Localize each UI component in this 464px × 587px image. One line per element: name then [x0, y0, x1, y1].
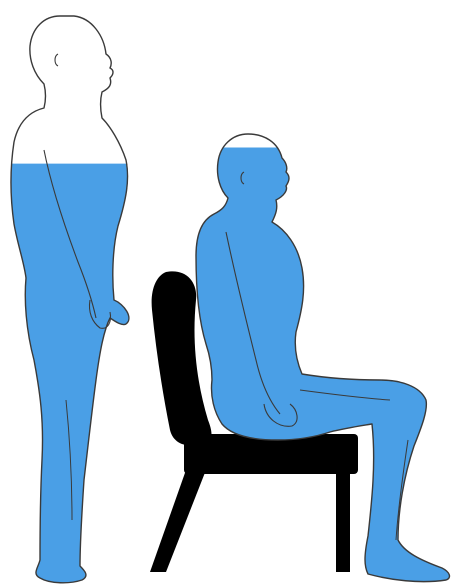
standing-figure	[11, 16, 129, 583]
chair-front-leg	[150, 470, 206, 572]
seated-figure	[196, 134, 449, 582]
seated-water-fill	[196, 134, 449, 582]
chair-back-leg	[336, 470, 350, 572]
